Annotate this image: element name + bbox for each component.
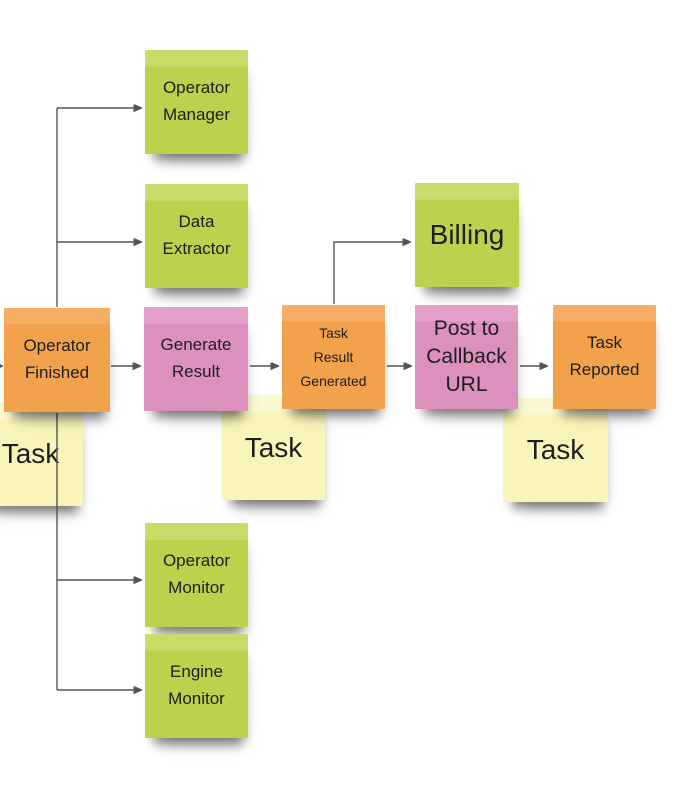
sticky-note-operator-finished[interactable]: Operator Finished bbox=[4, 308, 110, 412]
sticky-note-label: Billing bbox=[429, 219, 505, 251]
sticky-note-data-extractor[interactable]: Data Extractor bbox=[145, 184, 248, 288]
sticky-note-label: Task bbox=[1, 438, 60, 470]
sticky-note-billing[interactable]: Billing bbox=[415, 183, 519, 287]
connector-task-result-generated-to-billing[interactable] bbox=[333, 242, 403, 304]
sticky-note-task-right[interactable]: Task bbox=[503, 398, 608, 502]
sticky-note-label: Task bbox=[526, 434, 585, 466]
sticky-note-post-to-callback-url[interactable]: Post to Callback URL bbox=[415, 305, 518, 409]
sticky-note-generate-result[interactable]: Generate Result bbox=[144, 307, 248, 411]
sticky-note-label: Engine Monitor bbox=[168, 662, 225, 708]
sticky-note-label: Operator Finished bbox=[23, 336, 91, 382]
sticky-note-operator-monitor[interactable]: Operator Monitor bbox=[145, 523, 248, 627]
sticky-note-engine-monitor[interactable]: Engine Monitor bbox=[145, 634, 248, 738]
sticky-note-label: Data Extractor bbox=[162, 212, 231, 258]
sticky-note-label: Post to Callback URL bbox=[426, 317, 507, 396]
sticky-note-label: Operator Manager bbox=[162, 78, 231, 124]
sticky-note-label: Task Reported bbox=[569, 333, 640, 379]
sticky-note-label: Generate Result bbox=[160, 335, 232, 381]
sticky-note-task-result-generated[interactable]: Task Result Generated bbox=[282, 305, 385, 409]
sticky-note-label: Task Result Generated bbox=[300, 324, 367, 390]
sticky-note-label: Operator Monitor bbox=[162, 551, 231, 597]
sticky-note-task-left[interactable]: Task bbox=[0, 402, 83, 506]
sticky-note-task-middle[interactable]: Task bbox=[222, 395, 325, 500]
sticky-note-label: Task bbox=[244, 431, 303, 463]
sticky-note-task-reported[interactable]: Task Reported bbox=[553, 305, 656, 409]
sticky-note-operator-manager[interactable]: Operator Manager bbox=[145, 50, 248, 154]
